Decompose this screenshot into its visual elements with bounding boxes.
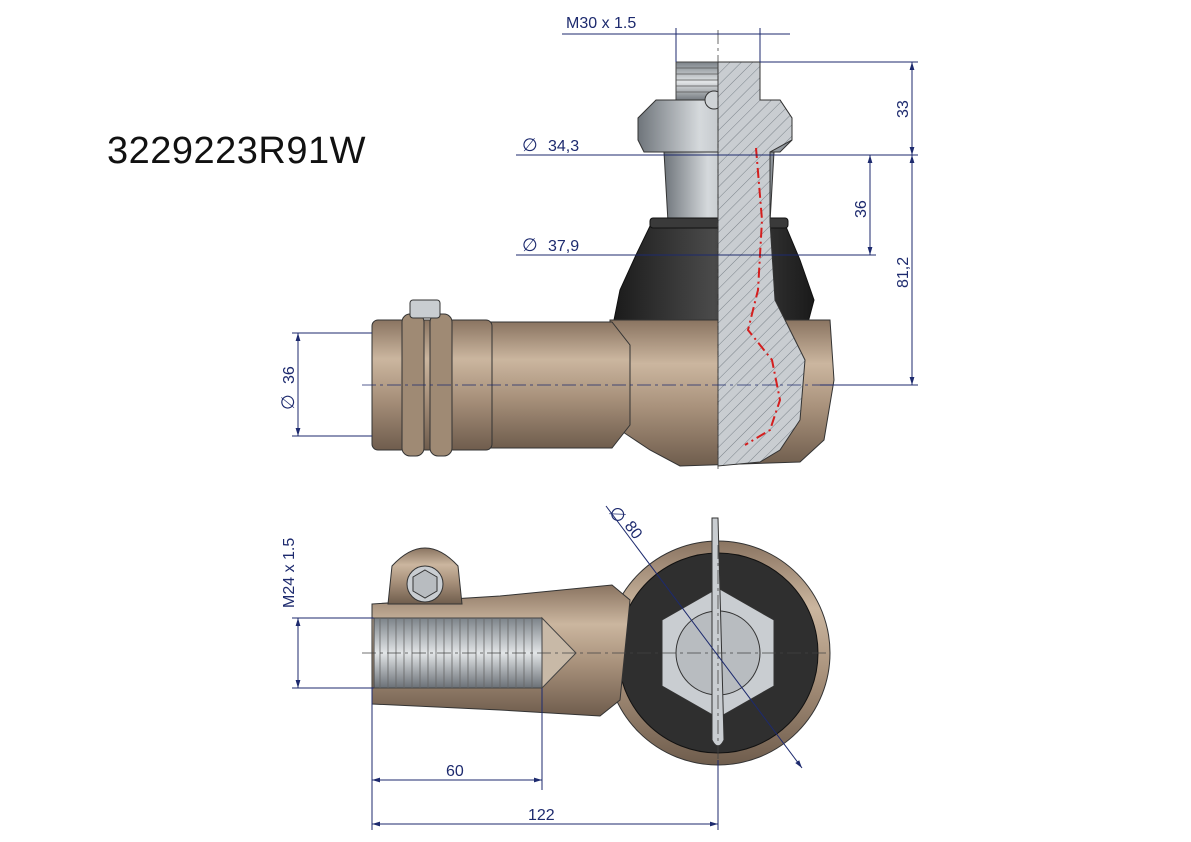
side-view (362, 30, 835, 470)
plan-view-dimensions (292, 505, 803, 830)
rubber-boot (611, 221, 815, 331)
dim-diameter-taper-bottom: 37,9 (548, 238, 579, 255)
clamp-bolt (409, 299, 441, 319)
dim-height-total: 81,2 (895, 257, 912, 288)
diameter-symbol-3: ∅ (278, 394, 298, 410)
dim-diameter-housing: 80 (621, 518, 645, 543)
dim-length-thread: 60 (446, 763, 464, 780)
diameter-symbol-2: ∅ (522, 235, 538, 255)
grease-path (744, 147, 782, 446)
part-number-title: 3229223R91W (107, 130, 367, 172)
clamp-nut-hex (412, 569, 438, 599)
section-cut (717, 61, 806, 467)
diameter-symbol-1: ∅ (522, 135, 538, 155)
dim-diameter-shank: 36 (281, 366, 298, 384)
dim-height-thread: 33 (895, 100, 912, 118)
side-view-dimensions (292, 28, 918, 437)
dim-thread-top: M30 x 1.5 (566, 15, 636, 32)
side-view-dimension-labels: M30 x 1.5 ∅ 34,3 ∅ 37,9 33 36 81,2 ∅ 36 (278, 15, 912, 410)
arm-body (489, 321, 631, 449)
dim-height-taper: 36 (853, 200, 870, 218)
dim-length-total: 122 (528, 807, 555, 824)
plan-view (362, 517, 831, 830)
plan-view-dimension-labels: M24 x 1.5 ∅ 80 60 122 (281, 502, 645, 824)
dim-diameter-taper-top: 34,3 (548, 138, 579, 155)
dim-thread-shank: M24 x 1.5 (281, 538, 298, 608)
